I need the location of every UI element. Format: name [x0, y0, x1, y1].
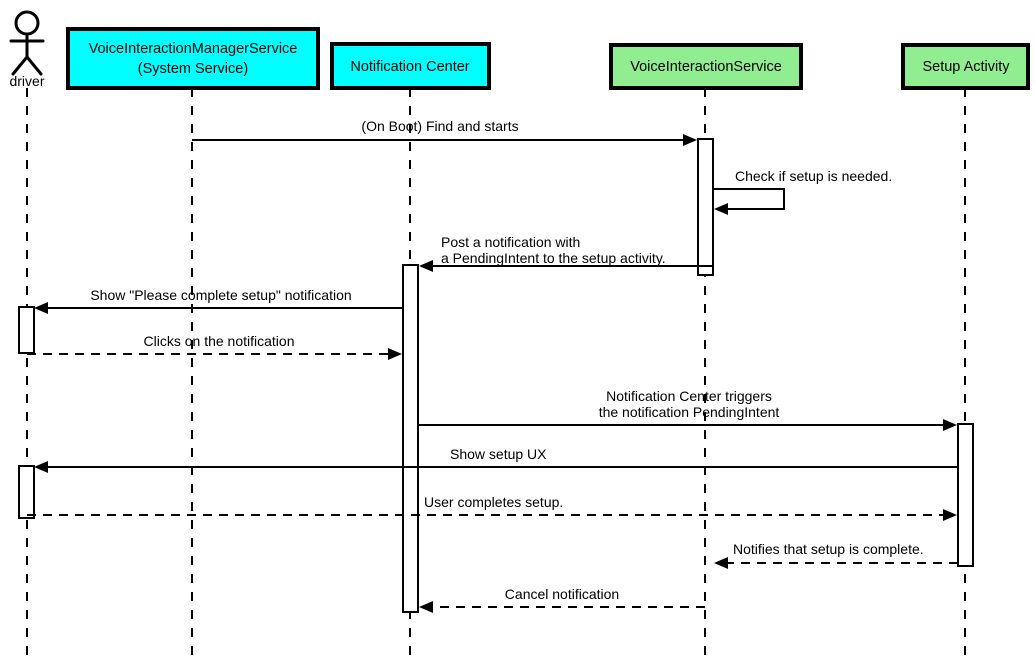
- arrow-head-right-icon: [388, 348, 402, 360]
- activation-bar-notification-center: [402, 264, 419, 613]
- arrow-head-left-icon: [714, 557, 728, 569]
- message-label: Show setup UX: [450, 446, 547, 462]
- participant-notification-center[interactable]: Notification Center: [330, 42, 491, 90]
- activation-bar-voice-interaction-service: [697, 138, 714, 276]
- message-label: Show "Please complete setup" notificatio…: [90, 287, 351, 303]
- message-label: Clicks on the notification: [144, 333, 295, 349]
- message-label: Cancel notification: [505, 586, 619, 602]
- message-label: (On Boot) Find and starts: [361, 118, 518, 134]
- participant-setup-activity[interactable]: Setup Activity: [901, 43, 1030, 90]
- actor-right-leg-icon: [25, 55, 43, 76]
- message-label-line2: the notification PendingIntent: [599, 404, 780, 420]
- message-notifies-that-setup-is-complete: Notifies that setup is complete.: [714, 541, 958, 569]
- participant-driver[interactable]: driver: [9, 10, 45, 89]
- participant-label-driver: driver: [9, 73, 44, 89]
- participant-box-vims: [66, 27, 320, 90]
- activation-bar-setup-activity: [957, 423, 974, 567]
- participant-voice-interaction-service[interactable]: VoiceInteractionService: [609, 43, 803, 90]
- participant-label-notification-center: Notification Center: [350, 59, 469, 75]
- message-label-line1: Notification Center triggers: [606, 388, 772, 404]
- arrow-head-left-icon: [34, 302, 48, 314]
- arrow-head-left-icon: [419, 260, 433, 272]
- message-self-loop-line: [713, 188, 785, 210]
- participant-box-voice-interaction-service: [609, 43, 803, 90]
- arrow-head-right-icon: [683, 134, 697, 146]
- message-user-completes-setup: User completes setup.: [27, 494, 957, 521]
- message-check-if-setup-is-needed: Check if setup is needed.: [713, 168, 892, 215]
- message-show-setup-ux: Show setup UX: [34, 446, 958, 473]
- arrow-head-left-icon: [714, 203, 728, 215]
- message-label-line2: a PendingIntent to the setup activity.: [441, 250, 666, 266]
- message-show-please-complete-setup-notification: Show "Please complete setup" notificatio…: [34, 287, 403, 314]
- participant-box-setup-activity: [901, 43, 1030, 90]
- participant-box-notification-center: [330, 42, 491, 90]
- participant-label-vims-line1: VoiceInteractionManagerService: [89, 41, 298, 57]
- activation-bar-driver-1: [18, 306, 35, 354]
- message-cancel-notification: Cancel notification: [419, 586, 705, 613]
- arrow-head-left-icon: [34, 461, 48, 473]
- participant-label-voice-interaction-service: VoiceInteractionService: [630, 59, 782, 75]
- arrow-head-left-icon: [419, 601, 433, 613]
- participant-label-vims-line2: (System Service): [138, 61, 248, 77]
- message-clicks-on-the-notification: Clicks on the notification: [27, 333, 402, 360]
- arrow-head-right-icon: [943, 509, 957, 521]
- message-notification-center-triggers-pendingintent: Notification Center triggers the notific…: [418, 388, 957, 431]
- message-on-boot-find-and-starts: (On Boot) Find and starts: [192, 118, 697, 146]
- message-label: Notifies that setup is complete.: [733, 541, 924, 557]
- participant-label-setup-activity: Setup Activity: [922, 59, 1010, 75]
- message-post-a-notification: Post a notification with a PendingIntent…: [419, 234, 713, 272]
- activation-bar-driver-2: [18, 465, 35, 519]
- arrow-head-right-icon: [943, 419, 957, 431]
- message-label-line1: Post a notification with: [441, 234, 580, 250]
- message-label: User completes setup.: [424, 494, 563, 510]
- participant-vims[interactable]: VoiceInteractionManagerService (System S…: [66, 27, 320, 90]
- message-label: Check if setup is needed.: [735, 168, 892, 184]
- actor-left-leg-icon: [11, 55, 29, 76]
- actor-head-icon: [14, 10, 40, 36]
